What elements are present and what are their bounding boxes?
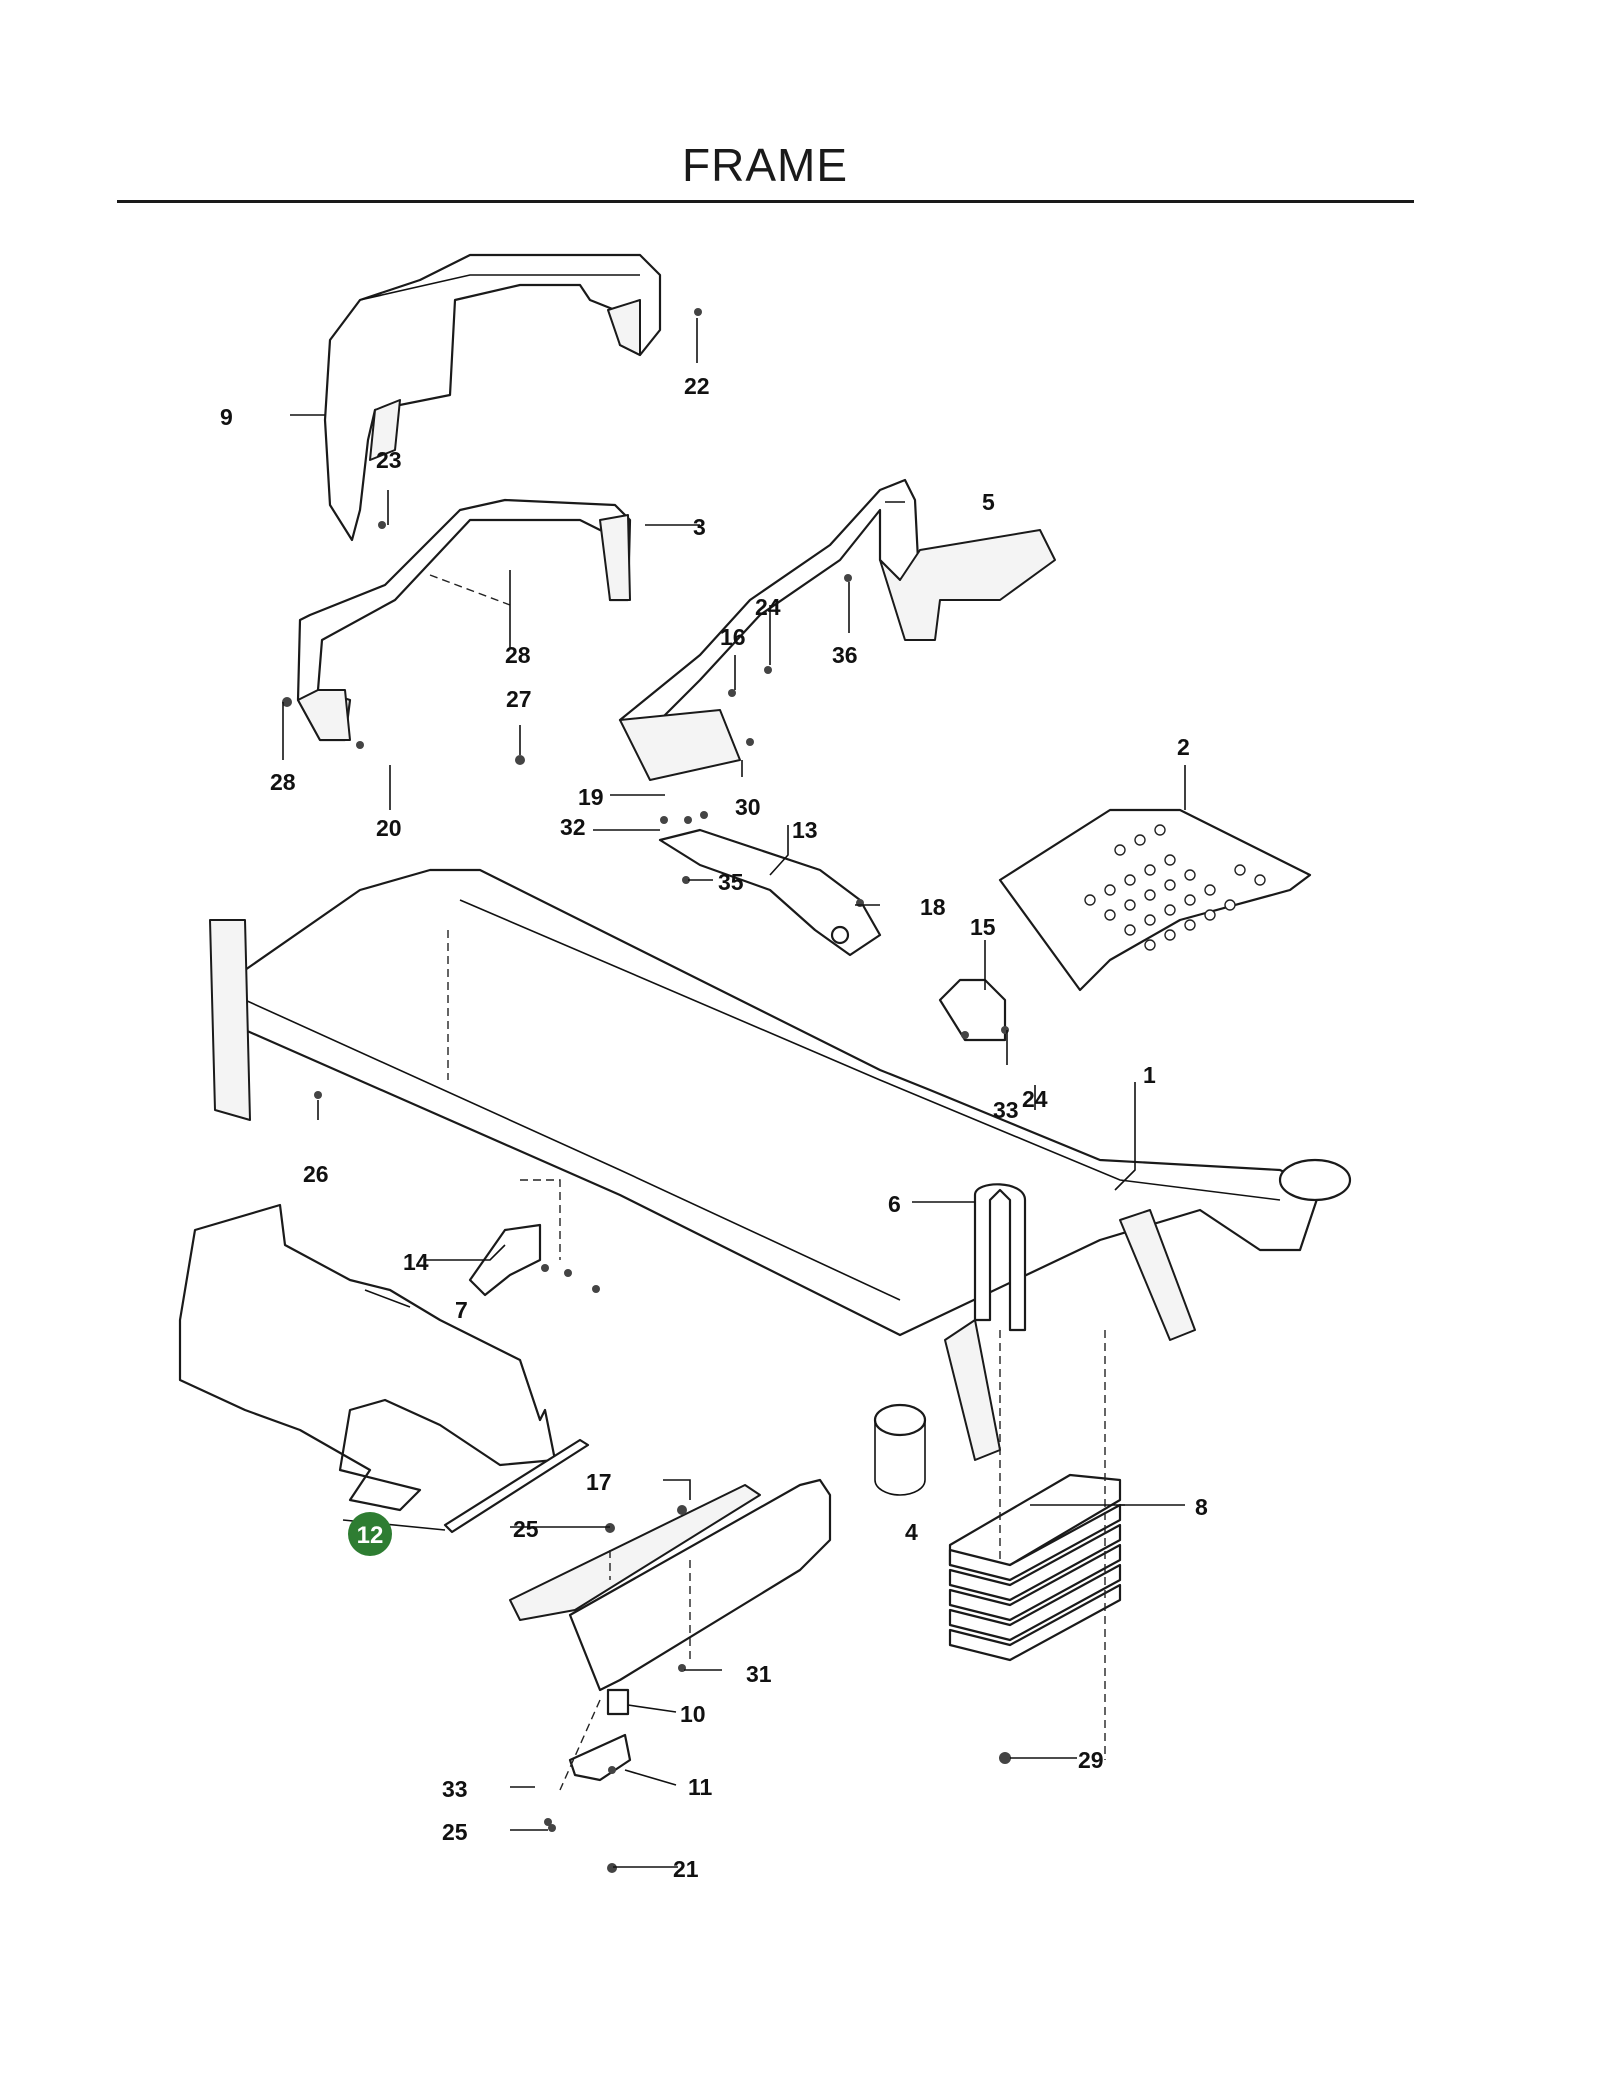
part-3-bumper-frame [296,498,632,742]
part-2-perforated-plate [998,808,1312,992]
hardware-dots [282,308,1011,1873]
callout-33-upper: 33 [993,1097,1019,1123]
callout-2: 2 [1177,734,1190,760]
callout-28-upper: 28 [505,642,531,668]
part-12-strip [443,1438,590,1534]
part-7-skid-plate [178,1203,557,1512]
callout-20: 20 [376,815,402,841]
leader-lines [282,318,1186,1868]
part-8-weight-stack [948,1473,1122,1662]
part-6-u-bolt [973,1183,1027,1332]
part-1-main-frame [209,868,1352,1496]
callout-11: 11 [688,1774,713,1800]
callout-28-lower: 28 [270,769,296,795]
callout-13: 13 [792,817,818,843]
callout-1: 1 [1143,1062,1156,1088]
part-13-bracket [658,828,882,957]
title-divider [117,200,1414,203]
callout-36: 36 [832,642,858,668]
callout-10: 10 [680,1701,706,1727]
callout-21: 21 [673,1856,699,1882]
part-4-front-guard [509,1478,832,1692]
callout-25-lower: 25 [442,1819,468,1845]
callout-12-badge: 12 [348,1512,392,1556]
callout-5: 5 [982,489,995,515]
callout-4: 4 [905,1519,918,1545]
callout-8: 8 [1195,1494,1208,1520]
callout-29: 29 [1078,1747,1104,1773]
callout-19: 19 [578,784,604,810]
callout-14: 14 [403,1249,429,1275]
callout-7: 7 [455,1297,468,1323]
part-10-bumper [606,1688,630,1716]
part-11-bracket [568,1733,632,1782]
assembly-lines [429,574,1106,1791]
part-5-handle [618,478,1056,781]
callout-30: 30 [735,794,761,820]
part-14-bracket [468,1223,542,1297]
callout-33-lower: 33 [442,1776,468,1802]
callout-23: 23 [376,447,402,473]
callout-26: 26 [303,1161,329,1187]
callout-35: 35 [718,869,744,895]
callout-17: 17 [586,1469,612,1495]
callout-31: 31 [746,1661,772,1687]
page-title: FRAME [682,139,848,191]
callout-12: 12 [357,1522,384,1549]
callout-25-upper: 25 [513,1516,539,1542]
callout-12-circle [348,1512,392,1556]
callout-16: 16 [720,624,746,650]
callout-9: 9 [220,404,233,430]
callout-3: 3 [693,514,706,540]
callout-27: 27 [506,686,532,712]
callout-24-upper: 24 [755,594,781,620]
part-15-bracket [938,978,1007,1042]
callout-32: 32 [560,814,586,840]
callout-22: 22 [684,373,710,399]
callout-15: 15 [970,914,996,940]
part-9-bumper-cover [323,253,662,542]
callout-18: 18 [920,894,946,920]
callout-6: 6 [888,1191,901,1217]
callout-24-lower: 24 [1022,1086,1048,1112]
